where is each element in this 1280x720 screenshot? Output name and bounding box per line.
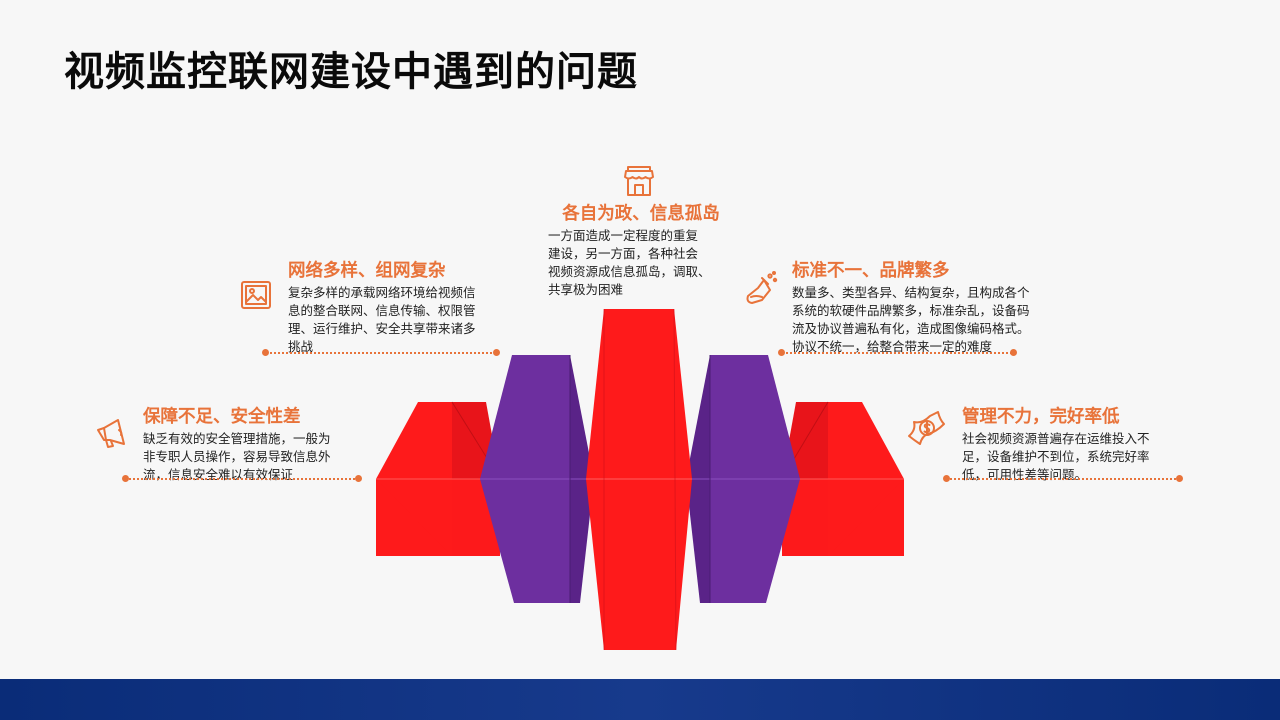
item-lower-right: 管理不力，完好率低 社会视频资源普遍存在运维投入不 足，设备维护不到位，系统完好…: [962, 406, 1192, 484]
lower-right-divider-dot-start: [943, 475, 950, 482]
upper-right-divider: [782, 352, 1012, 354]
lower-left-divider-dot-start: [122, 475, 129, 482]
lower-right-divider-dot-end: [1176, 475, 1183, 482]
megaphone-icon: [94, 416, 128, 450]
lower-left-divider: [126, 478, 358, 480]
item-lower-left-body: 缺乏有效的安全管理措施，一般为 非专职人员操作，容易导致信息外 流，信息安全难以…: [143, 431, 331, 482]
money-icon: [906, 410, 948, 450]
item-top-heading: 各自为政、信息孤岛: [562, 204, 720, 224]
store-icon: [622, 164, 656, 198]
item-upper-left-heading: 网络多样、组网复杂: [288, 261, 446, 281]
item-top-body: 一方面造成一定程度的重复 建设，另一方面，各种社会 视频资源成信息孤岛，调取、 …: [548, 228, 711, 297]
upper-left-divider-dot-start: [262, 349, 269, 356]
lower-right-divider: [947, 478, 1179, 480]
item-top: 各自为政、信息孤岛 一方面造成一定程度的重复 建设，另一方面，各种社会 视频资源…: [548, 203, 748, 299]
upper-left-divider: [266, 352, 496, 354]
item-lower-left: 保障不足、安全性差 缺乏有效的安全管理措施，一般为 非专职人员操作，容易导致信息…: [143, 406, 363, 484]
flask-icon: [742, 270, 780, 308]
page-title: 视频监控联网建设中遇到的问题: [64, 49, 638, 95]
image-icon: [240, 279, 272, 311]
footer-bar: [0, 679, 1280, 720]
item-lower-right-body: 社会视频资源普遍存在运维投入不 足，设备维护不到位，系统完好率 低，可用性差等问…: [962, 431, 1150, 482]
item-upper-right: 标准不一、品牌繁多 数量多、类型各异、结构复杂，且构成各个 系统的软硬件品牌繁多…: [792, 260, 1082, 356]
upper-left-divider-dot-end: [493, 349, 500, 356]
item-lower-right-heading: 管理不力，完好率低: [962, 407, 1120, 427]
block-outer-left-bottom: [376, 479, 500, 556]
item-upper-right-body: 数量多、类型各异、结构复杂，且构成各个 系统的软硬件品牌繁多，标准杂乱，设备码 …: [792, 285, 1030, 354]
item-upper-left-body: 复杂多样的承载网络环境给视频信 息的整合联网、信息传输、权限管 理、运行维护、安…: [288, 285, 476, 354]
upper-right-divider-dot-end: [1010, 349, 1017, 356]
item-lower-left-heading: 保障不足、安全性差: [143, 407, 301, 427]
lower-left-divider-dot-end: [355, 475, 362, 482]
block-outer-right-bottom: [782, 479, 904, 556]
item-upper-right-heading: 标准不一、品牌繁多: [792, 261, 950, 281]
item-upper-left: 网络多样、组网复杂 复杂多样的承载网络环境给视频信 息的整合联网、信息传输、权限…: [288, 260, 508, 356]
upper-right-divider-dot-start: [778, 349, 785, 356]
